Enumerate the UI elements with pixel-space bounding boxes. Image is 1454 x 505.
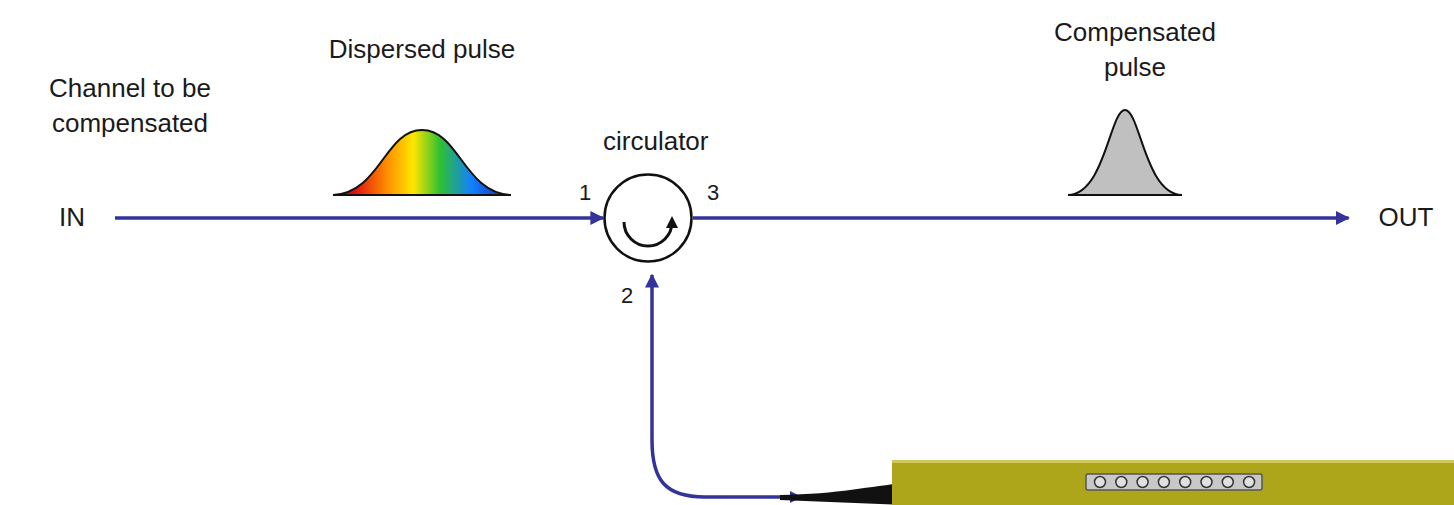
fiber-port2-bend (652, 440, 790, 497)
grating-hole (1116, 477, 1127, 488)
grating-hole (1201, 477, 1212, 488)
fiber-taper (780, 483, 905, 505)
grating-hole (1095, 477, 1106, 488)
circulator-node: circulator (603, 173, 693, 263)
grating-hole (1158, 477, 1169, 488)
port-label: IN (59, 200, 85, 235)
port-number: 3 (698, 178, 728, 208)
component-name: circulator (603, 124, 693, 159)
output-port-node: OUT (1379, 200, 1434, 235)
port-number: 1 (570, 178, 600, 208)
dispersed-pulse (333, 130, 511, 195)
input-note: Channel to be compensated (0, 71, 280, 141)
circulator-symbol (603, 173, 693, 263)
grating-hole (1244, 477, 1255, 488)
fiber-connection (693, 216, 1349, 220)
grating-hole (1222, 477, 1233, 488)
pulse-caption: Compensated pulse (1020, 15, 1250, 85)
fiber-port2 (650, 275, 654, 440)
port-label: OUT (1379, 200, 1434, 235)
fiber-grating-housing (892, 460, 1454, 505)
grating-window (1086, 474, 1262, 490)
grating-hole (1180, 477, 1191, 488)
grating-holes (1095, 477, 1255, 488)
housing-highlight (892, 460, 1454, 463)
compensated-pulse (1068, 110, 1182, 195)
pulse-caption: Dispersed pulse (322, 32, 522, 67)
input-port-node: IN (59, 200, 85, 235)
grating-hole (1137, 477, 1148, 488)
fiber-connection (115, 216, 603, 220)
port-number: 2 (612, 281, 642, 311)
